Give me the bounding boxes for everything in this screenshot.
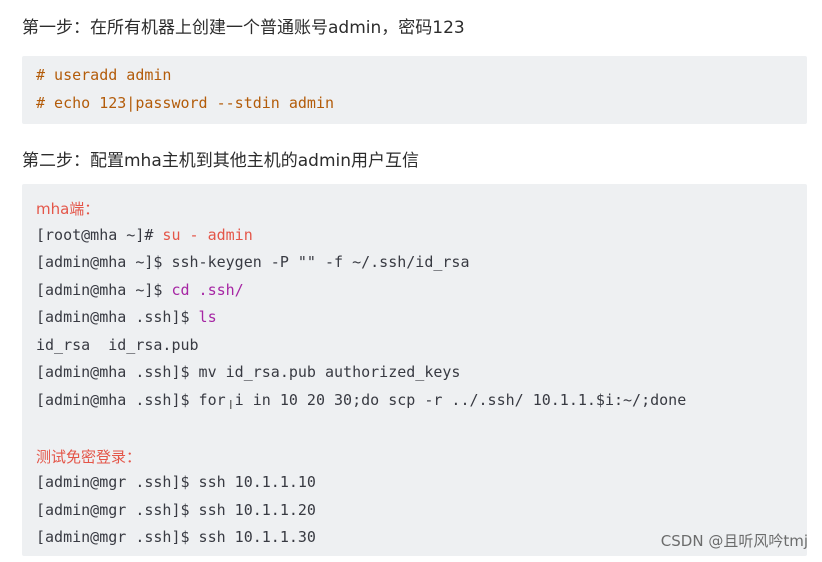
step1-heading: 第一步：在所有机器上创建一个普通账号admin，密码123 [22, 18, 465, 38]
shell-command: ls [189, 308, 217, 326]
shell-prompt: [admin@mgr .ssh]$ [36, 501, 190, 519]
shell-command: su - admin [153, 226, 253, 244]
shell-prompt: [admin@mgr .ssh]$ [36, 528, 190, 546]
code-line: [admin@mha ~]$ ssh-keygen -P "" -f ~/.ss… [36, 253, 469, 271]
code-line: [admin@mha .ssh]$ ls [36, 308, 217, 326]
code-line: [admin@mgr .ssh]$ ssh 10.1.1.30 [36, 528, 316, 546]
code-line: # echo 123|password --stdin admin [36, 94, 335, 112]
shell-command: ssh 10.1.1.30 [189, 528, 316, 546]
code-line: [admin@mgr .ssh]$ ssh 10.1.1.10 [36, 473, 316, 491]
shell-prompt: [root@mha ~]# [36, 226, 154, 244]
step2-code-block: mha端： [root@mha ~]# su - admin [admin@mh… [22, 184, 807, 556]
watermark: CSDN @且听风吟tmj [660, 532, 808, 550]
command-output: id_rsa id_rsa.pub [36, 336, 199, 354]
shell-command: for i in 10 20 30;do scp -r ../.ssh/ 10.… [189, 391, 687, 409]
test-login-label: 测试免密登录： [36, 448, 142, 466]
code-line: [root@mha ~]# su - admin [36, 226, 253, 244]
step1-code-block: # useradd admin # echo 123|password --st… [22, 56, 807, 124]
shell-command: cd .ssh/ [162, 281, 244, 299]
text-cursor-icon: I [229, 398, 233, 412]
shell-prompt: [admin@mha .ssh]$ [36, 363, 190, 381]
code-line: [admin@mgr .ssh]$ ssh 10.1.1.20 [36, 501, 316, 519]
shell-prompt: [admin@mgr .ssh]$ [36, 473, 190, 491]
step2-heading: 第二步：配置mha主机到其他主机的admin用户互信 [22, 151, 420, 171]
shell-command: ssh 10.1.1.20 [189, 501, 316, 519]
code-line: [admin@mha .ssh]$ mv id_rsa.pub authoriz… [36, 363, 460, 381]
shell-prompt: [admin@mha ~]$ [36, 253, 163, 271]
shell-prompt: [admin@mha .ssh]$ [36, 391, 190, 409]
shell-command: ssh 10.1.1.10 [189, 473, 316, 491]
code-line: [admin@mha ~]$ cd .ssh/ [36, 281, 244, 299]
shell-prompt: [admin@mha .ssh]$ [36, 308, 190, 326]
code-line: # useradd admin [36, 66, 172, 84]
test-label: 测试免密登录： [36, 446, 141, 467]
shell-prompt: [admin@mha ~]$ [36, 281, 163, 299]
mha-side-label: mha端： [36, 200, 100, 218]
code-line: [admin@mha .ssh]$ for i in 10 20 30;do s… [36, 391, 686, 409]
shell-command: ssh-keygen -P "" -f ~/.ssh/id_rsa [162, 253, 470, 271]
shell-command: mv id_rsa.pub authorized_keys [189, 363, 461, 381]
mha-label: mha端： [36, 198, 99, 219]
